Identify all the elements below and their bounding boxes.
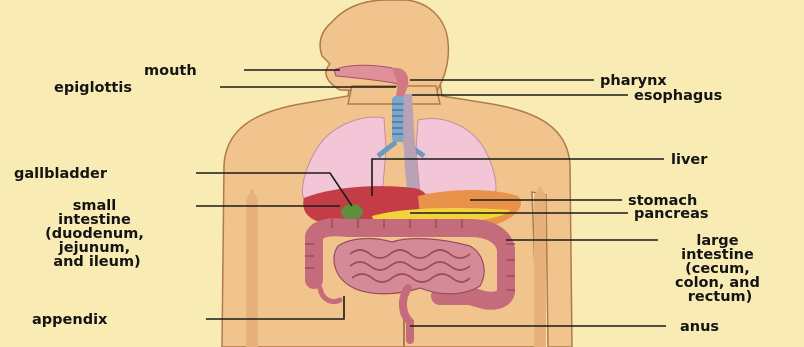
label-epiglottis: epiglottis bbox=[54, 80, 132, 96]
label-esophagus: esophagus bbox=[634, 88, 722, 104]
label-large-intestine-line-5: rectum) bbox=[688, 289, 753, 305]
gallbladder-organ bbox=[341, 204, 363, 220]
arm-gap-left bbox=[246, 188, 258, 347]
label-liver: liver bbox=[671, 152, 708, 168]
arm-gap-right bbox=[534, 186, 546, 347]
label-pharynx: pharynx bbox=[600, 73, 667, 89]
label-mouth: mouth bbox=[144, 63, 197, 79]
label-anus: anus bbox=[680, 319, 719, 335]
label-appendix: appendix bbox=[32, 312, 108, 328]
label-gallbladder: gallbladder bbox=[14, 166, 108, 182]
label-small-intestine-line-5: and ileum) bbox=[53, 254, 140, 270]
label-pancreas: pancreas bbox=[634, 206, 708, 222]
